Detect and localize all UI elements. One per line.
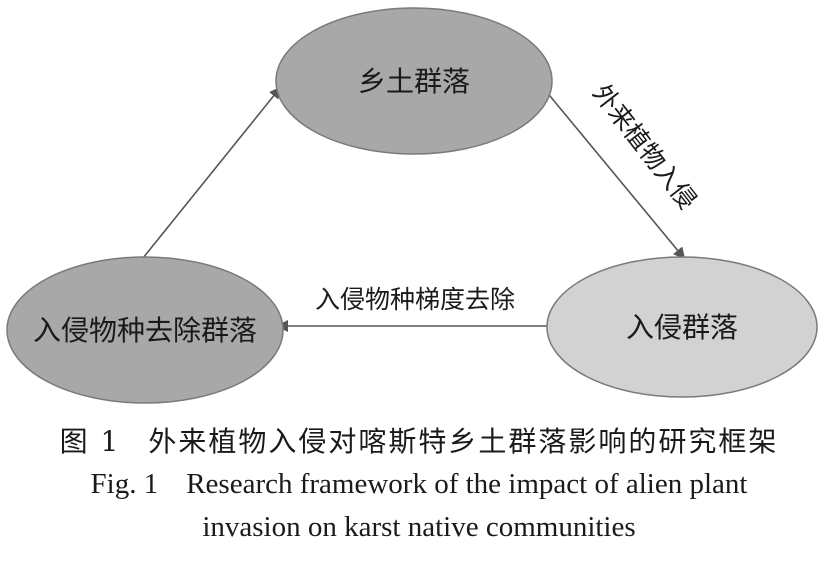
arrow-invasion	[544, 89, 686, 260]
node-native-community: 乡土群落	[275, 7, 553, 155]
edge-invasion-label: 外来植物入侵	[587, 79, 702, 215]
edge-removal-label: 入侵物种梯度去除	[315, 285, 515, 314]
arrow-recovery	[142, 86, 282, 259]
node-native-community-label: 乡土群落	[358, 65, 470, 98]
caption-english-figure-label: Fig. 1	[90, 468, 159, 500]
caption-chinese: 图 1 外来植物入侵对喀斯特乡土群落影响的研究框架	[0, 420, 838, 460]
node-removal-community-shape	[6, 256, 284, 404]
node-invaded-community-shape	[546, 256, 818, 398]
node-removal-community-label: 入侵物种去除群落	[33, 314, 257, 347]
research-framework-diagram: 乡土群落 入侵群落 入侵物种去除群落 外来植物入侵 入侵物种梯度去除	[6, 7, 818, 404]
caption-english-text-2: invasion on karst native communities	[202, 511, 636, 543]
caption-english-line-1: Fig. 1 Research framework of the impact o…	[0, 468, 838, 501]
node-invaded-community: 入侵群落	[546, 256, 818, 398]
node-native-community-shape	[275, 7, 553, 155]
node-removal-community: 入侵物种去除群落	[6, 256, 284, 404]
node-invaded-community-label: 入侵群落	[626, 311, 738, 344]
caption-chinese-text: 外来植物入侵对喀斯特乡土群落影响的研究框架	[148, 425, 779, 458]
caption-chinese-figure-label: 图 1	[59, 425, 121, 458]
caption-english-text-1: Research framework of the impact of alie…	[186, 468, 748, 500]
caption-english-line-2: invasion on karst native communities	[0, 511, 838, 544]
